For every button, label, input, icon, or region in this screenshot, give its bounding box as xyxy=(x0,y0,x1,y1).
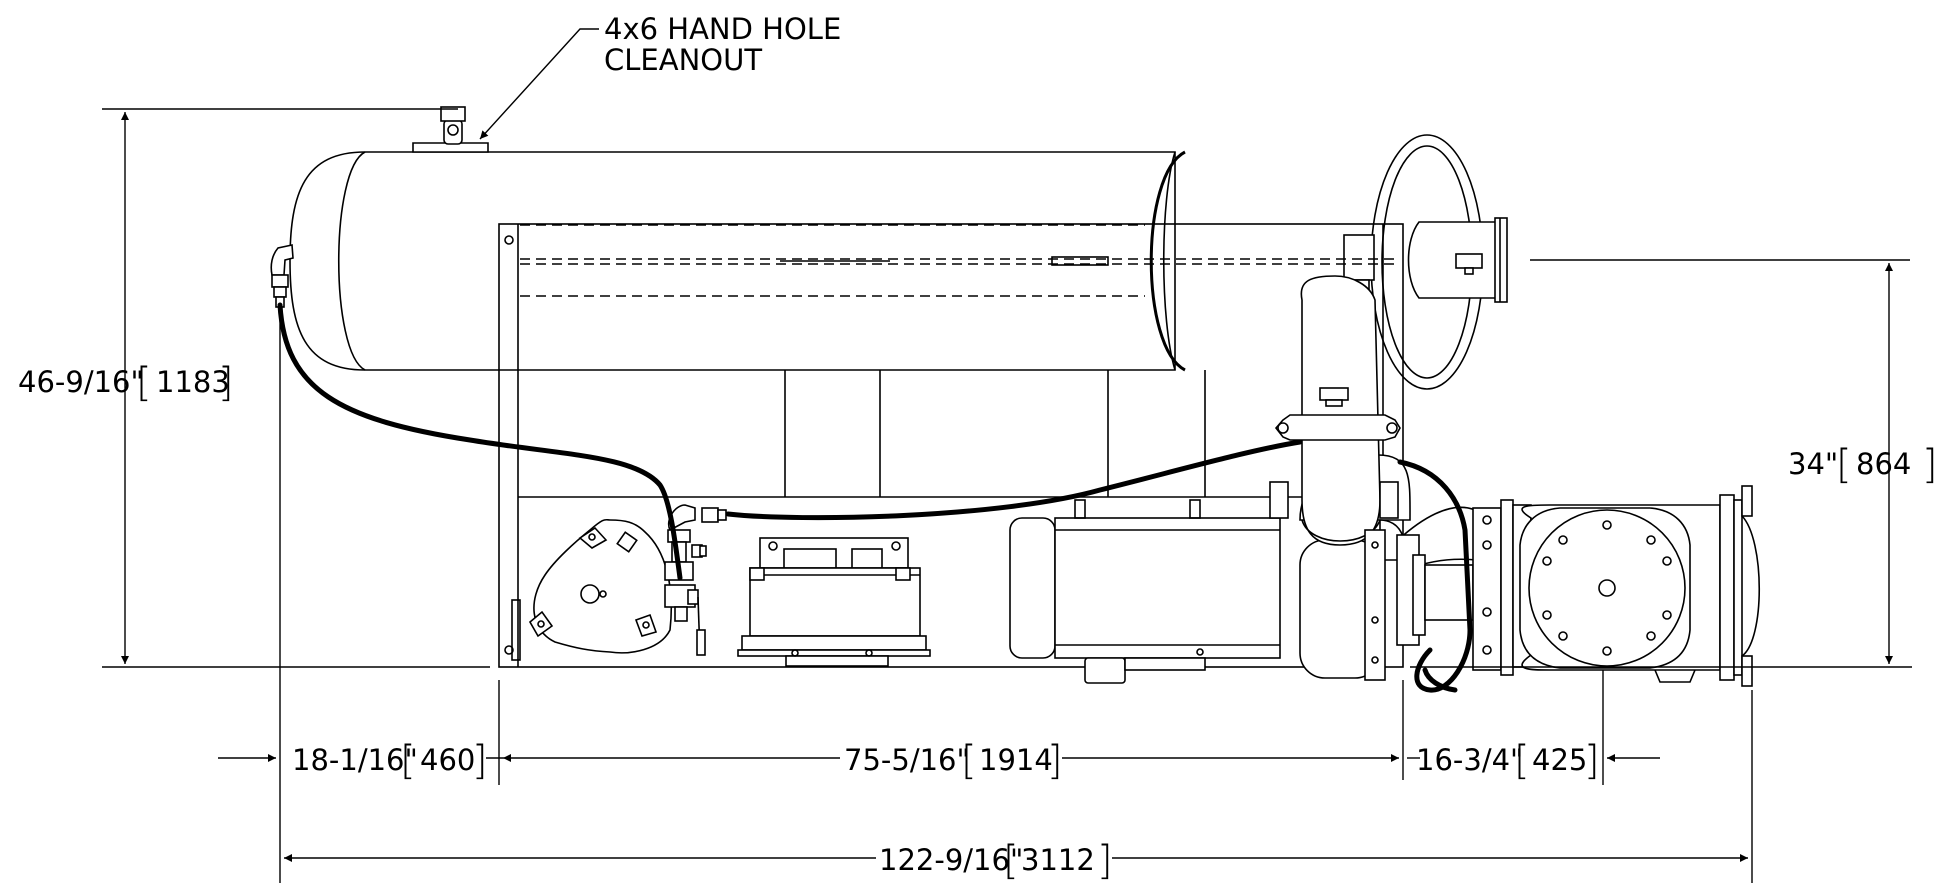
pump-and-discharge-pipe xyxy=(1269,275,1411,681)
dim-overall-length-imperial: 122-9/16" xyxy=(879,843,1023,877)
dim-overall-length: 122-9/16" [ 3112 ] xyxy=(879,838,1113,883)
hand-hole-cleanout xyxy=(412,106,489,153)
dim-right-offset-imperial: 16-3/4" xyxy=(1416,743,1523,777)
control-box xyxy=(737,537,931,667)
dim-frame-length: 75-5/16" [ 1914 ] xyxy=(844,738,1063,784)
dim-frame-length-imperial: 75-5/16" xyxy=(844,743,970,777)
diaphragm-valve xyxy=(528,518,673,654)
svg-text:]: ] xyxy=(1584,738,1600,784)
pressure-tank xyxy=(289,150,1186,372)
left-elbow-fitting xyxy=(270,244,294,308)
svg-text:[: [ xyxy=(961,738,977,784)
svg-text:[: [ xyxy=(136,360,152,406)
dim-left-offset: 18-1/16" [ 460 ] xyxy=(292,738,488,784)
svg-text:]: ] xyxy=(1097,838,1113,883)
svg-text:[: [ xyxy=(1836,442,1852,488)
dim-overall-height-imperial: 46-9/16" xyxy=(18,365,144,399)
dim-left-offset-imperial: 18-1/16" xyxy=(292,743,418,777)
dim-overall-height: 46-9/16" [ 1183 ] xyxy=(18,360,234,406)
pump-motor xyxy=(1009,499,1281,684)
svg-text:[: [ xyxy=(400,738,416,784)
dim-overall-length-metric: 3112 xyxy=(1021,843,1095,877)
callout-hand-hole: 4x6 HAND HOLE CLEANOUT xyxy=(604,12,841,77)
dim-outlet-height-imperial: 34" xyxy=(1788,447,1838,481)
dim-overall-height-metric: 1183 xyxy=(156,365,230,399)
svg-text:]: ] xyxy=(1922,442,1938,488)
svg-text:]: ] xyxy=(1047,738,1063,784)
tank-end-flange xyxy=(1343,134,1508,390)
internal-element-hidden-lines xyxy=(520,224,1400,297)
dim-right-offset-metric: 425 xyxy=(1532,743,1587,777)
callout-line-2: CLEANOUT xyxy=(604,43,762,77)
callout-line-1: 4x6 HAND HOLE xyxy=(604,12,841,46)
svg-text:]: ] xyxy=(218,360,234,406)
svg-text:]: ] xyxy=(472,738,488,784)
svg-text:[: [ xyxy=(1514,738,1530,784)
dim-outlet-height: 34" [ 864 ] xyxy=(1788,442,1938,488)
dimension-lines xyxy=(102,28,1912,883)
dim-right-offset: 16-3/4" [ 425 ] xyxy=(1416,738,1600,784)
dim-outlet-height-metric: 864 xyxy=(1856,447,1911,481)
pump-inlet-face xyxy=(1519,507,1691,669)
dim-frame-length-metric: 1914 xyxy=(979,743,1053,777)
svg-text:[: [ xyxy=(1003,838,1019,883)
hoses xyxy=(277,302,1473,693)
dim-left-offset-metric: 460 xyxy=(420,743,475,777)
